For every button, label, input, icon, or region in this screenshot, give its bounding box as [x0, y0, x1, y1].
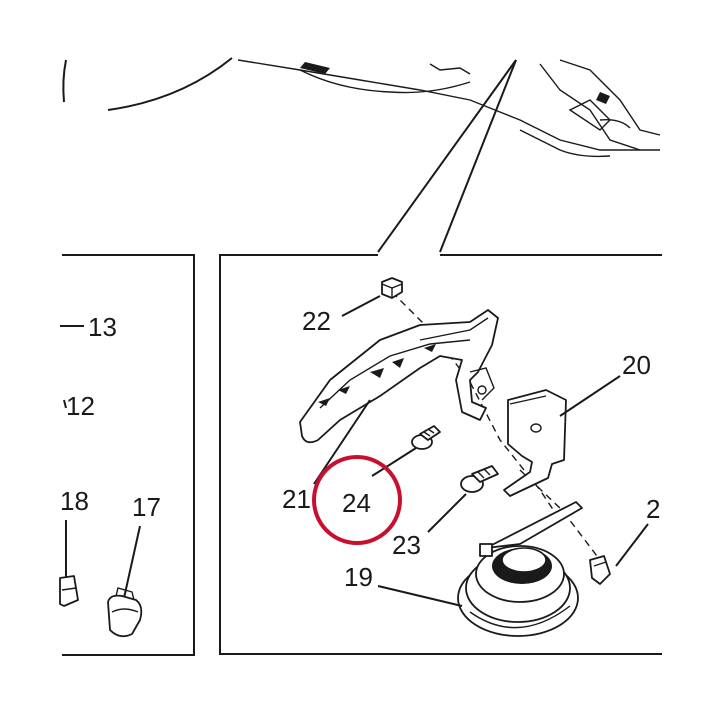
left-detail-frame — [62, 254, 195, 656]
overview-illustration — [62, 57, 661, 158]
overview-arc-left — [62, 59, 67, 103]
leader-17 — [123, 525, 141, 599]
leader-24 — [371, 447, 417, 477]
zoom-line-right — [439, 59, 517, 253]
callout-20: 20 — [622, 350, 651, 380]
leader-21 — [313, 399, 371, 485]
screw-part-23 — [460, 465, 499, 493]
leader-2 — [615, 523, 649, 567]
callout-23: 23 — [392, 530, 421, 560]
assembly-axis-main — [391, 291, 561, 521]
leader-23 — [427, 493, 467, 533]
callout-21: 21 — [282, 484, 311, 514]
overview-arc — [107, 57, 233, 111]
callout-17: 17 — [132, 492, 161, 522]
callout-18: 18 — [60, 486, 89, 516]
highlight-circle-24 — [312, 455, 402, 545]
callout-13: 13 — [88, 312, 117, 342]
leader-22 — [341, 295, 381, 317]
right-detail-frame-top — [219, 254, 662, 655]
callout-2: 2 — [646, 494, 660, 524]
callout-22: 22 — [302, 306, 331, 336]
clip-part-17 — [107, 587, 143, 638]
horn-part-19 — [457, 501, 583, 637]
screw-part-2 — [589, 555, 611, 585]
callout-24: 24 — [342, 488, 371, 518]
callout-12: 12 — [66, 391, 95, 421]
bolt-part-22 — [381, 277, 403, 299]
bracket-part-21 — [299, 309, 499, 444]
clip-part-18 — [59, 575, 79, 607]
assembly-axis-screw — [519, 469, 601, 561]
callout-19: 19 — [344, 562, 373, 592]
plate-part-20 — [503, 389, 567, 497]
screw-part-24 — [411, 425, 441, 450]
leader-19 — [377, 585, 463, 607]
zoom-line-left — [377, 59, 517, 253]
leader-20 — [559, 375, 621, 417]
